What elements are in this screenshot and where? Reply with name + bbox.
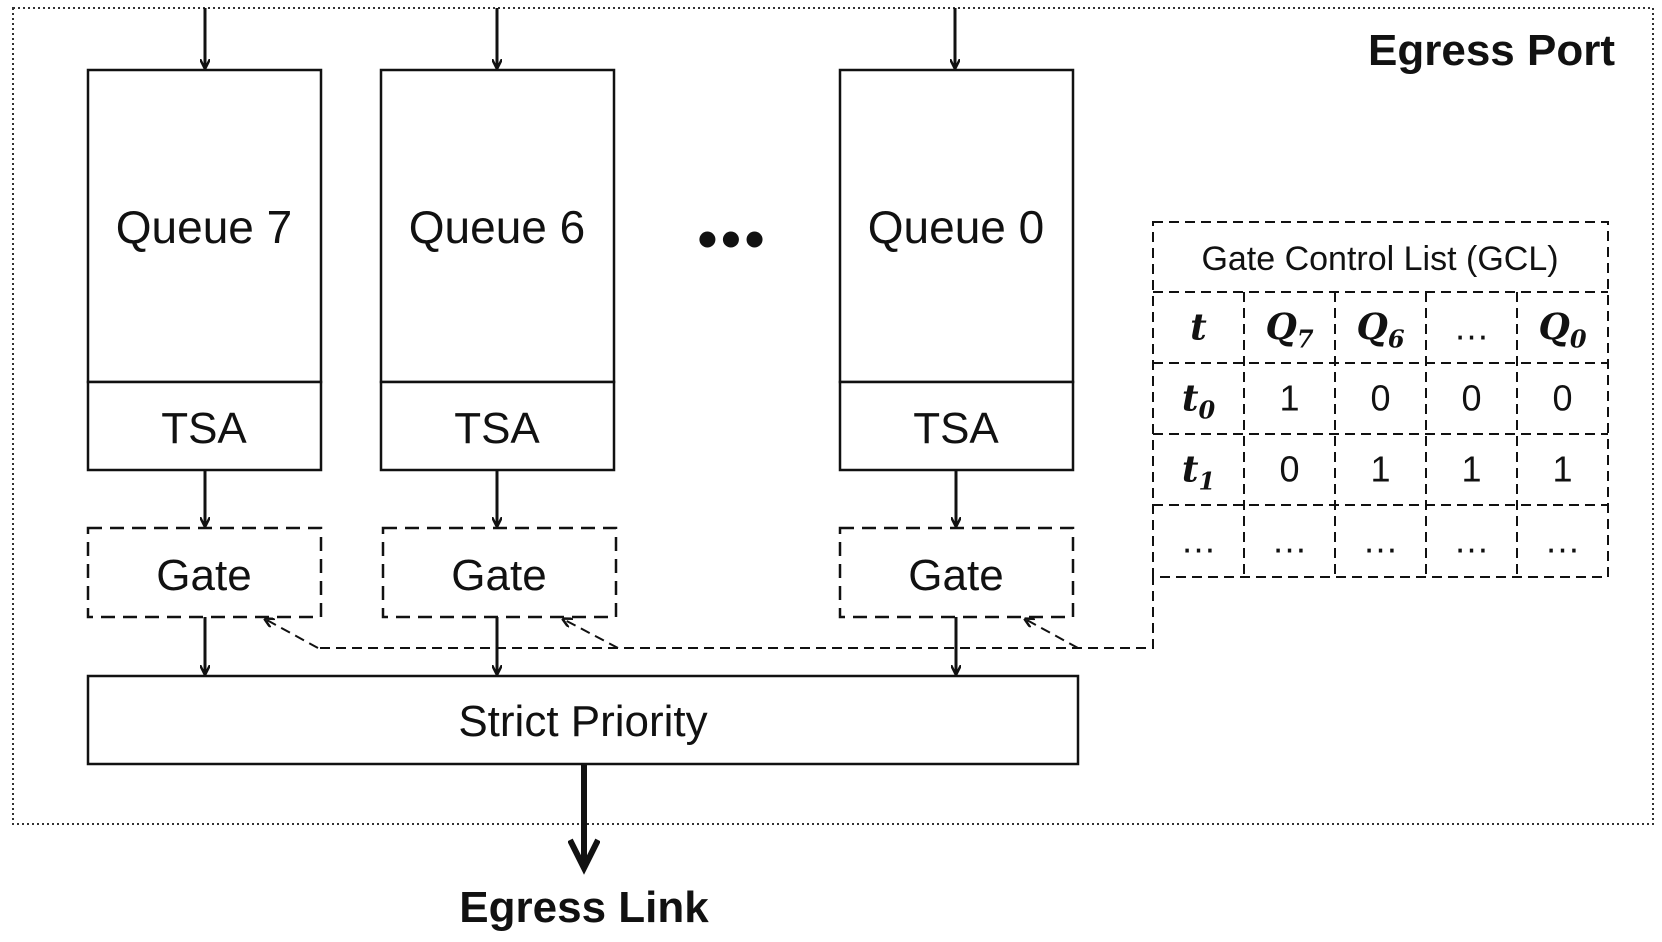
queue-0-gate: [838, 526, 1075, 619]
gcl-header-cell: Q6: [1356, 307, 1404, 354]
gcl-header-cell: Q0: [1538, 307, 1586, 354]
queue-0-label: Queue 0: [868, 201, 1044, 253]
queue-6-tsa: [379, 380, 616, 472]
queue-6-label: Queue 6: [409, 201, 585, 253]
gcl-value-cell: 1: [1461, 449, 1481, 490]
queue-6-gate-label: Gate: [451, 551, 546, 600]
gcl-table: Gate Control List (GCL) t Q7 Q6 … Q0 t0 1 0 0 0 t1…: [1152, 221, 1609, 578]
gcl-value-cell: …: [1545, 520, 1581, 561]
gcl-title: Gate Control List (GCL): [1201, 240, 1558, 278]
gcl-value-cell: …: [1363, 520, 1399, 561]
gcl-value-cell: 0: [1461, 378, 1481, 419]
gcl-value-cell: …: [1454, 520, 1490, 561]
egress-port-frame: [12, 7, 1654, 825]
strict-priority-label: Strict Priority: [458, 697, 707, 746]
gcl-time-cell: t1: [1182, 449, 1215, 496]
queue-7-tsa: [86, 380, 323, 472]
gcl-control-line: [320, 575, 1154, 649]
queue-7: Queue 7 TSA: [86, 68, 323, 472]
queue-7-tsa-label: TSA: [161, 404, 247, 453]
gcl-time-cell: t0: [1182, 378, 1216, 425]
gcl-to-queue-6-gate-arrow: [563, 619, 619, 649]
queue-6-gate: [381, 526, 618, 619]
strict-priority-box: [86, 674, 1080, 766]
queues-ellipsis: •••: [698, 207, 769, 270]
queue-6: Queue 6 TSA: [379, 68, 616, 472]
gcl-to-queue-7-gate-arrow: [265, 619, 319, 649]
queue-0: Queue 0 TSA: [838, 68, 1075, 472]
egress-port-label: Egress Port: [1368, 26, 1615, 75]
gcl-value-cell: 0: [1552, 378, 1572, 419]
queue-0-tsa: [838, 380, 1075, 472]
egress-link-label: Egress Link: [459, 883, 709, 932]
gcl-value-cell: …: [1272, 520, 1308, 561]
gcl-header-cell: …: [1454, 307, 1490, 348]
gcl-value-cell: 1: [1279, 378, 1299, 419]
gcl-value-cell: 0: [1279, 449, 1299, 490]
gcl-header-cell: Q7: [1265, 307, 1313, 354]
queue-0-tsa-label: TSA: [913, 404, 999, 453]
gcl-value-cell: 1: [1552, 449, 1572, 490]
queue-6-tsa-label: TSA: [454, 404, 540, 453]
gcl-time-cell: …: [1181, 520, 1217, 561]
gcl-grid: t Q7 Q6 … Q0 t0 1 0 0 0 t1 0 1 1 1 … … … … …: [1153, 291, 1608, 576]
queue-7-gate-label: Gate: [156, 551, 251, 600]
gcl-to-queue-0-gate-arrow: [1025, 619, 1079, 649]
gcl-header-cell: t: [1190, 307, 1207, 349]
gcl-value-cell: 1: [1370, 449, 1390, 490]
queue-7-label: Queue 7: [116, 201, 292, 253]
gcl-value-cell: 0: [1370, 378, 1390, 419]
queue-0-gate-label: Gate: [908, 551, 1003, 600]
queue-7-gate: [86, 526, 323, 619]
